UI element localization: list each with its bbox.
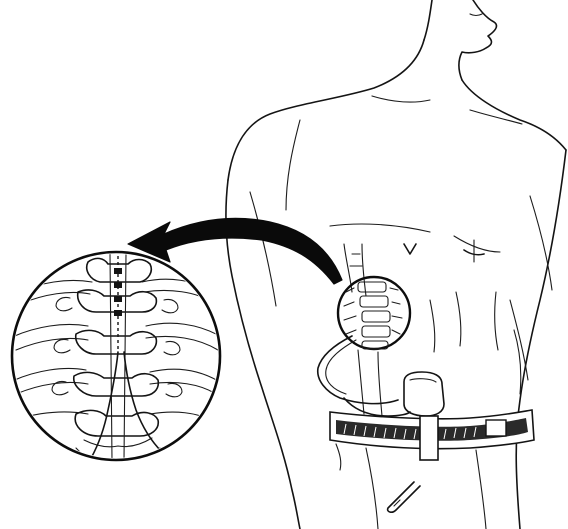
torso-spine-outline bbox=[344, 244, 382, 416]
spine-detail-circle-large bbox=[10, 252, 220, 470]
head-outline bbox=[424, 0, 496, 80]
pulse-generator-device bbox=[404, 372, 444, 416]
belt bbox=[330, 410, 534, 470]
